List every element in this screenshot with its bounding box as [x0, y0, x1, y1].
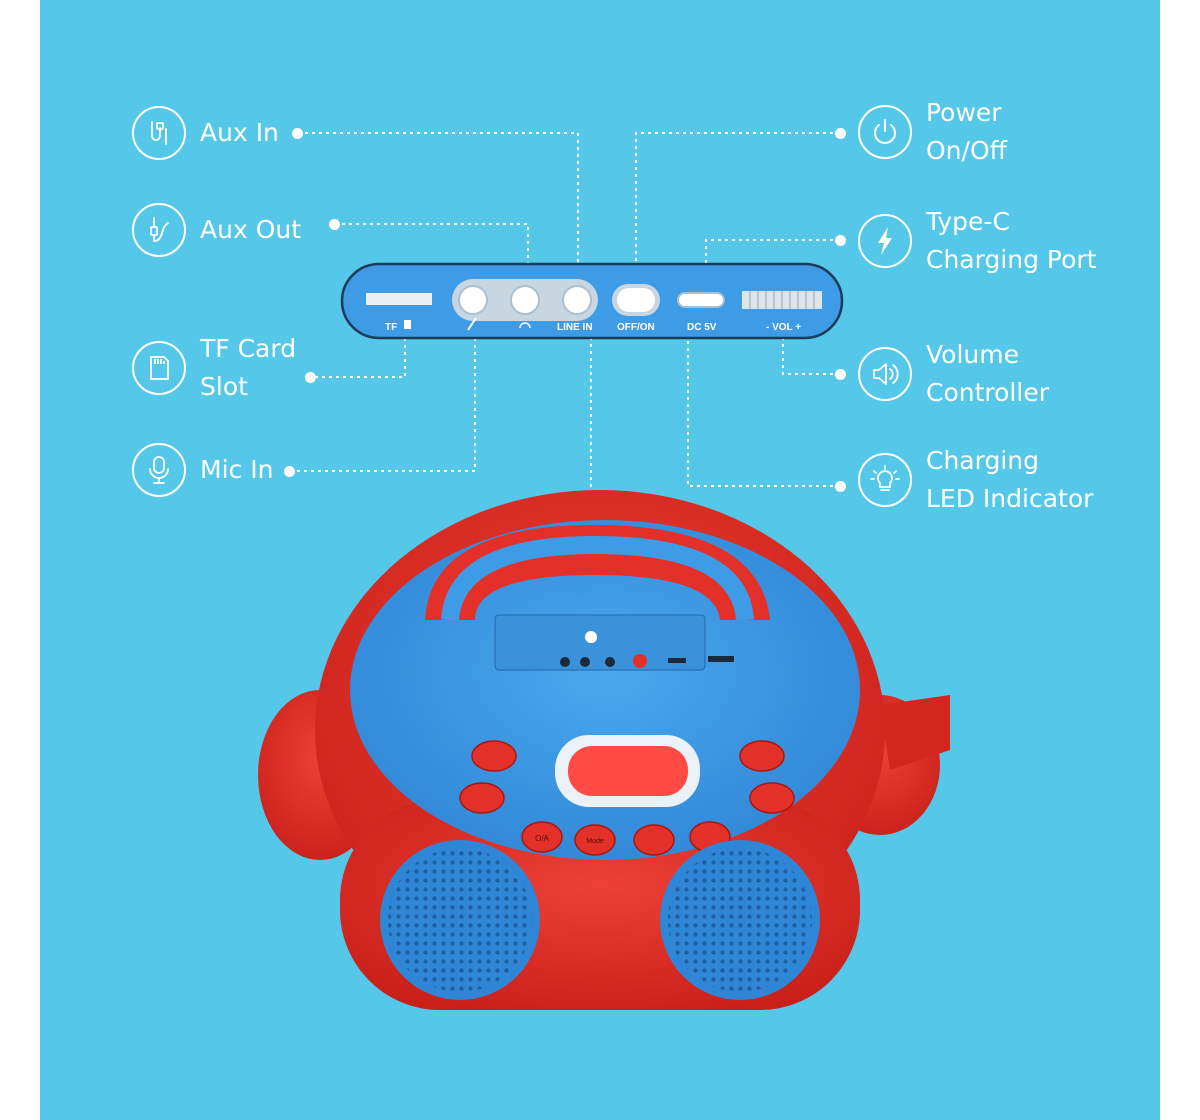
panel-label-off-on: OFF/ON: [617, 322, 655, 333]
aux-in-icon: [132, 106, 186, 160]
ok-button-label: O/A: [535, 834, 549, 843]
speaker-volume-icon: [858, 347, 912, 401]
feature-label: Charging LED Indicator: [926, 446, 1094, 513]
mode-button-label: Mode: [586, 838, 604, 845]
feature-label: Power On/Off: [926, 98, 1007, 165]
feature-volume: Volume Controller: [858, 336, 1049, 412]
feature-label: TF Card Slot: [200, 334, 297, 401]
connector-dot: [835, 481, 846, 492]
feature-label: Aux Out: [200, 215, 302, 244]
feature-aux-out: Aux Out: [132, 203, 301, 257]
tf-card-icon: [132, 341, 186, 395]
feature-aux-in: Aux In: [132, 106, 279, 160]
speaker-device: O/A Mode: [258, 490, 950, 1010]
feature-label: Type-C Charging Port: [926, 207, 1097, 274]
connector-dot: [292, 128, 303, 139]
panel-label-vol: - VOL +: [766, 322, 802, 333]
connector-dot: [835, 369, 846, 380]
mic-icon: [132, 443, 186, 497]
back-panel: [340, 262, 844, 340]
connector-dot: [835, 235, 846, 246]
feature-label: Aux In: [200, 118, 279, 147]
connector-dot: [305, 372, 316, 383]
connector-dot: [284, 466, 295, 477]
aux-out-icon: [132, 203, 186, 257]
bulb-icon: [858, 453, 912, 507]
feature-mic-in: Mic In: [132, 443, 273, 497]
connector-dot: [329, 219, 340, 230]
feature-label: Volume Controller: [926, 340, 1049, 407]
connector-dot: [835, 128, 846, 139]
feature-type-c: Type-C Charging Port: [858, 203, 1097, 279]
connector-dot: [586, 632, 597, 643]
infographic-canvas: Aux In Aux Out TF Card Slot Mic In: [40, 0, 1160, 1120]
panel-label-line-in: LINE IN: [557, 322, 593, 333]
feature-tf-card: TF Card Slot: [132, 330, 296, 406]
panel-label-tf: TF: [385, 322, 398, 333]
lightning-icon: [858, 214, 912, 268]
mic-jack: [458, 285, 488, 315]
feature-power: Power On/Off: [858, 94, 1007, 170]
line-in-jack: [562, 285, 592, 315]
panel-label-dc: DC 5V: [687, 322, 717, 333]
tf-slot: [366, 293, 432, 305]
usb-c-port: [677, 292, 725, 308]
feature-charging-led: Charging LED Indicator: [858, 442, 1093, 518]
feature-label: Mic In: [200, 455, 274, 484]
headphone-jack: [510, 285, 540, 315]
power-icon: [858, 105, 912, 159]
display-screen: [568, 746, 688, 796]
